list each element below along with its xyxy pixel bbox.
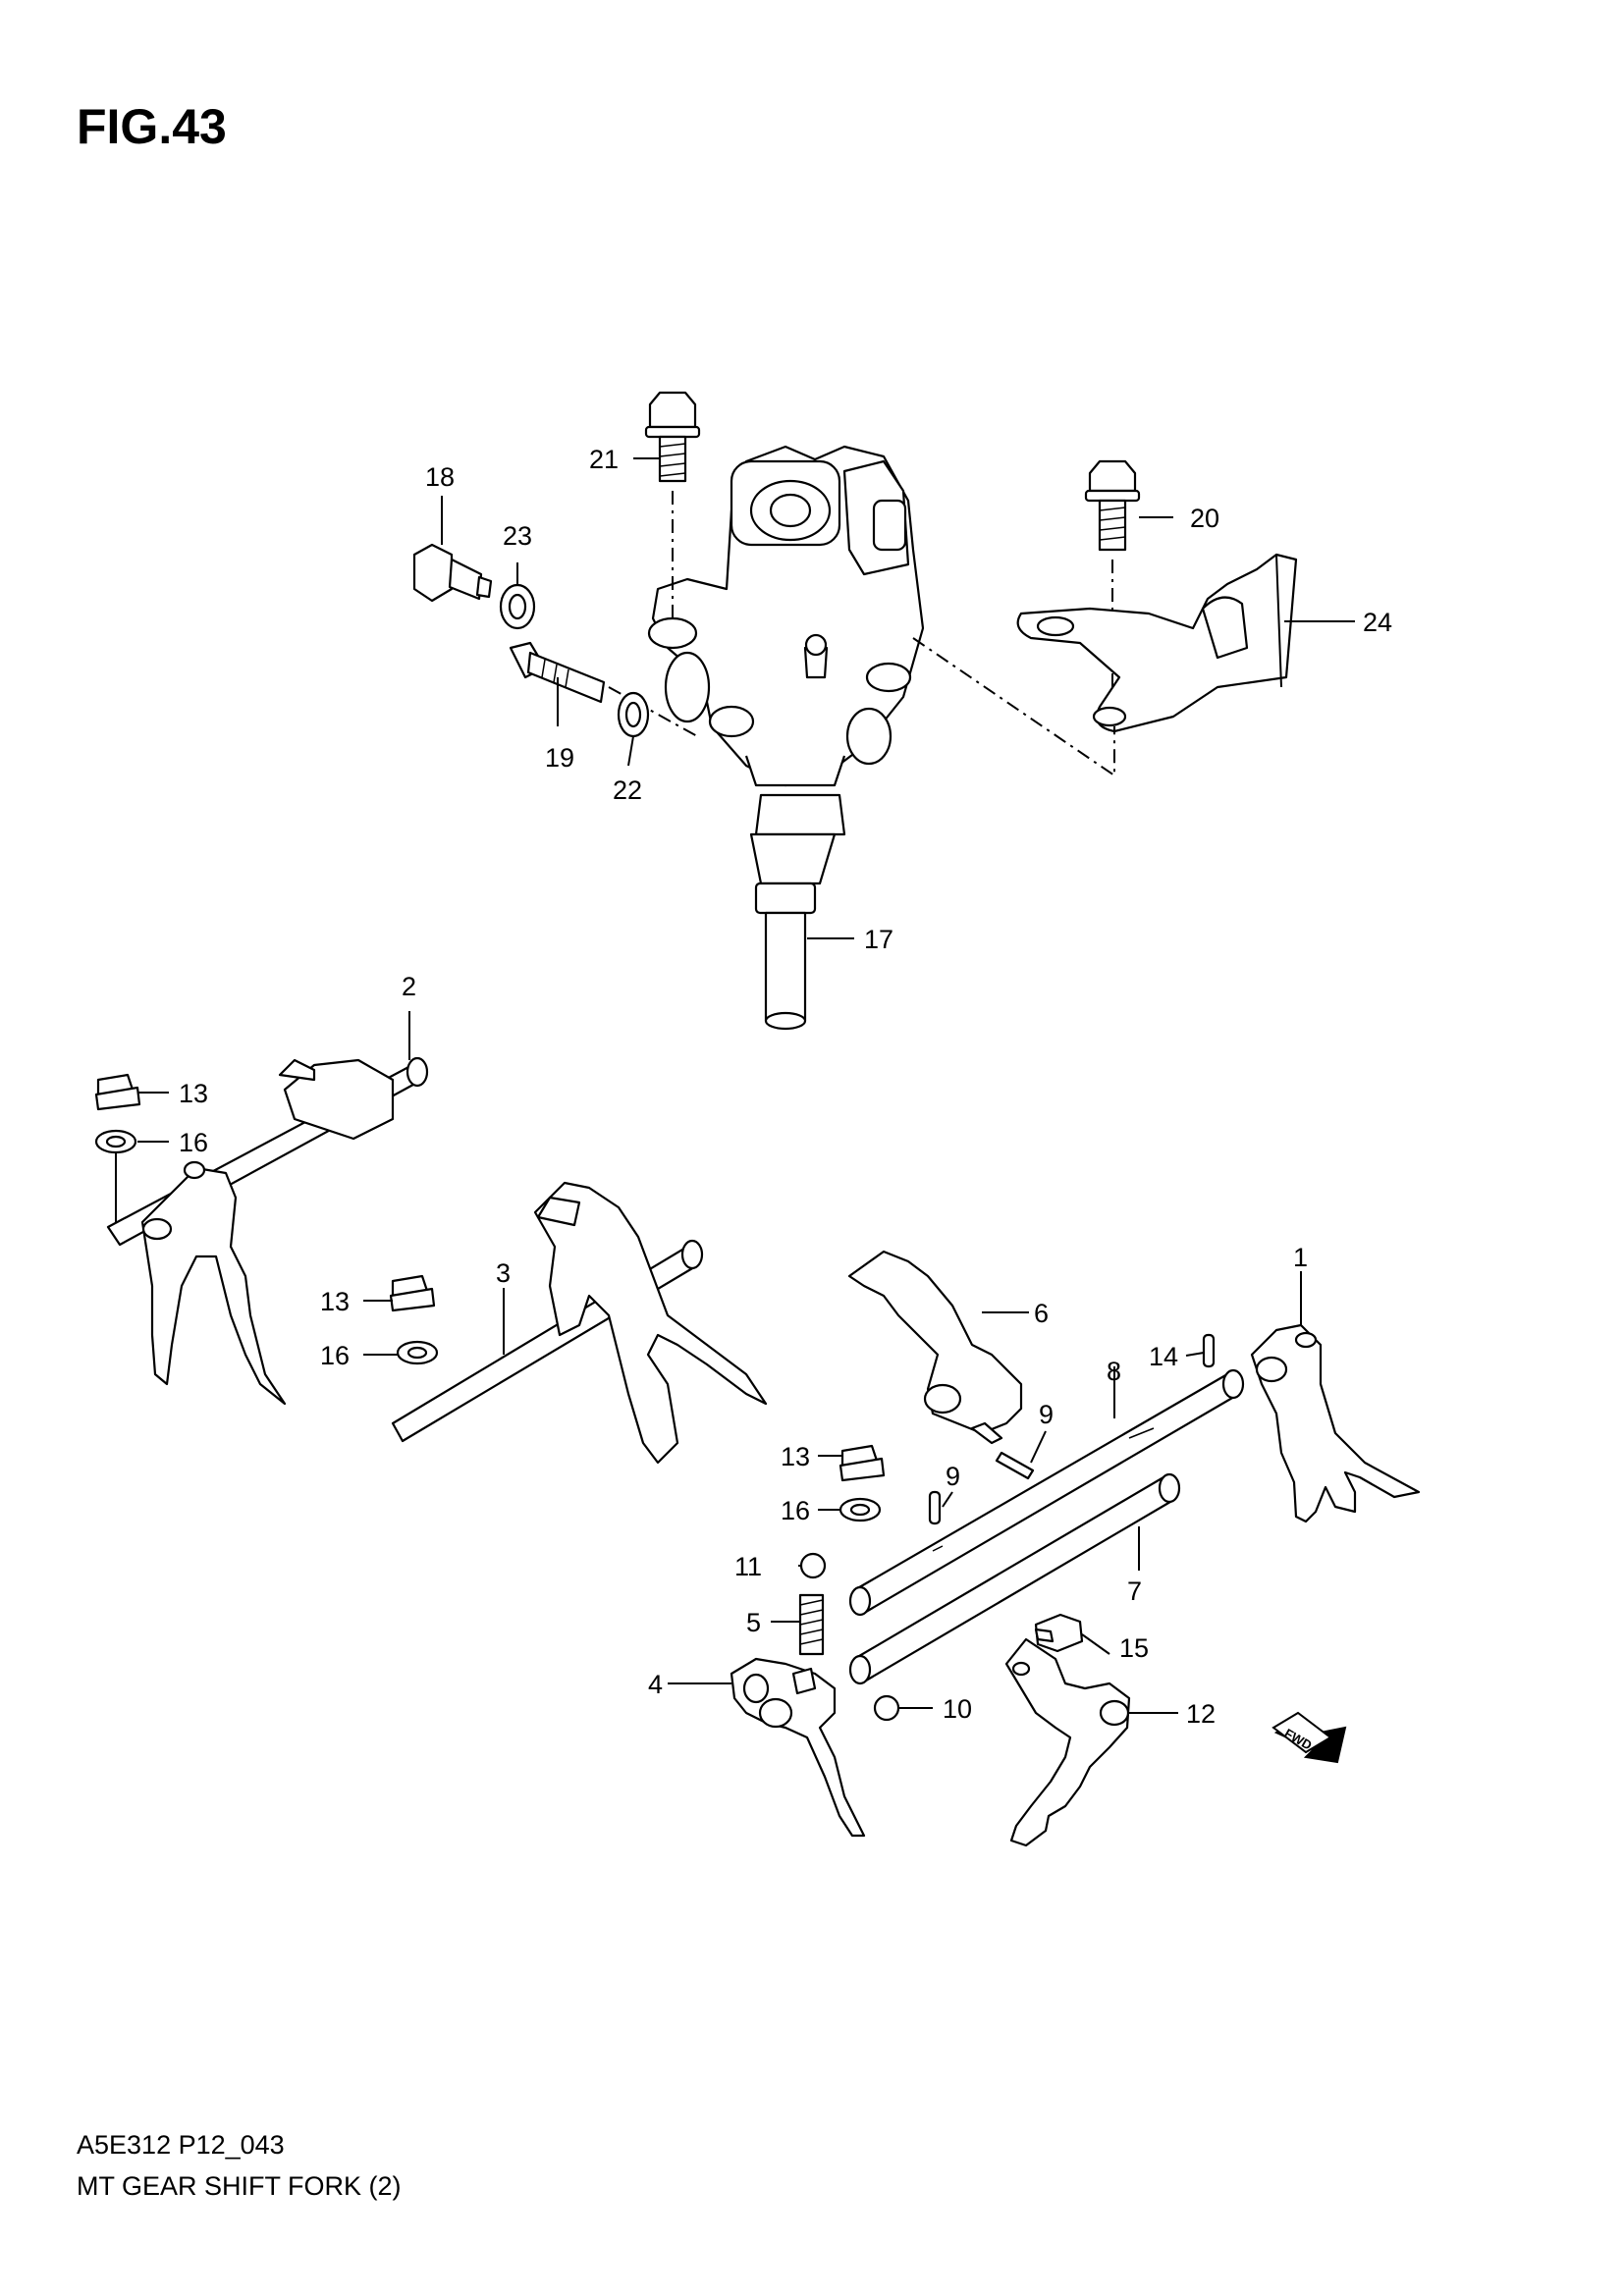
callout-5: 5: [746, 1608, 761, 1637]
callout-13-b: 13: [320, 1287, 350, 1316]
shift-fork-1: [1250, 1323, 1421, 1523]
lever-12: [1004, 1637, 1131, 1847]
figure-code: A5E312 P12_043: [77, 2130, 285, 2160]
callout-8: 8: [1107, 1357, 1121, 1386]
washer-16-a: [94, 1129, 137, 1154]
callout-6: 6: [1034, 1299, 1049, 1328]
figure-title: FIG.43: [77, 99, 227, 154]
callout-18: 18: [425, 462, 455, 492]
callout-3: 3: [496, 1258, 511, 1288]
shift-shaft-7: [848, 1472, 1181, 1685]
callout-24: 24: [1363, 608, 1392, 637]
plug-13-c: [839, 1444, 886, 1482]
callout-23: 23: [503, 521, 532, 551]
callout-1: 1: [1293, 1243, 1308, 1272]
callout-16-b: 16: [320, 1341, 350, 1370]
callout-labels: 18 21 20 23 24 19 22 17 2 13 16 3 13 16 …: [179, 445, 1392, 1729]
plug-13-b: [389, 1274, 436, 1312]
pin-9-b: [928, 1490, 942, 1525]
bolt-15: [1034, 1613, 1084, 1653]
callout-13-c: 13: [781, 1442, 810, 1471]
bolt-20: [1084, 459, 1141, 552]
figure-name: MT GEAR SHIFT FORK (2): [77, 2171, 402, 2201]
shift-fork-6: [847, 1250, 1023, 1445]
callout-19: 19: [545, 743, 574, 773]
plug-13-a: [94, 1073, 141, 1111]
callout-2: 2: [402, 972, 416, 1001]
callout-7: 7: [1127, 1576, 1142, 1606]
washer-16-b: [396, 1340, 439, 1365]
callout-10: 10: [943, 1694, 972, 1724]
pin-14: [1202, 1333, 1216, 1368]
washer-22: [617, 691, 650, 738]
fwd-arrow-icon: FWD: [1271, 1711, 1347, 1764]
shift-fork-shaft-3: [391, 1181, 768, 1465]
shift-fork-shaft-2: [106, 1056, 429, 1406]
callout-11: 11: [734, 1552, 762, 1581]
callout-22: 22: [613, 775, 642, 805]
spring-5: [798, 1593, 825, 1656]
bracket-24: [1016, 553, 1298, 733]
ball-11: [799, 1552, 827, 1579]
callout-20: 20: [1190, 504, 1219, 533]
callout-12: 12: [1186, 1699, 1216, 1729]
shift-control-housing: [647, 445, 925, 1031]
select-lever-4: [730, 1657, 866, 1838]
callout-13-a: 13: [179, 1079, 208, 1108]
callout-21: 21: [589, 445, 619, 474]
callout-16-c: 16: [781, 1496, 810, 1525]
callout-9-a: 9: [1039, 1400, 1054, 1429]
callout-4: 4: [648, 1670, 663, 1699]
pin-19: [509, 641, 606, 704]
ball-10: [873, 1694, 900, 1722]
leader-lines: [137, 457, 1355, 1714]
callout-16-a: 16: [179, 1128, 208, 1157]
bolt-21: [644, 391, 701, 483]
washer-16-c: [839, 1497, 882, 1522]
callout-9-b: 9: [946, 1462, 960, 1491]
washer-23: [499, 583, 536, 630]
callout-15: 15: [1119, 1633, 1149, 1663]
pin-9-a: [995, 1451, 1035, 1480]
callout-17: 17: [864, 925, 893, 954]
bolt-18: [412, 543, 493, 603]
shift-shaft-8: [848, 1368, 1245, 1617]
callout-14: 14: [1149, 1342, 1178, 1371]
